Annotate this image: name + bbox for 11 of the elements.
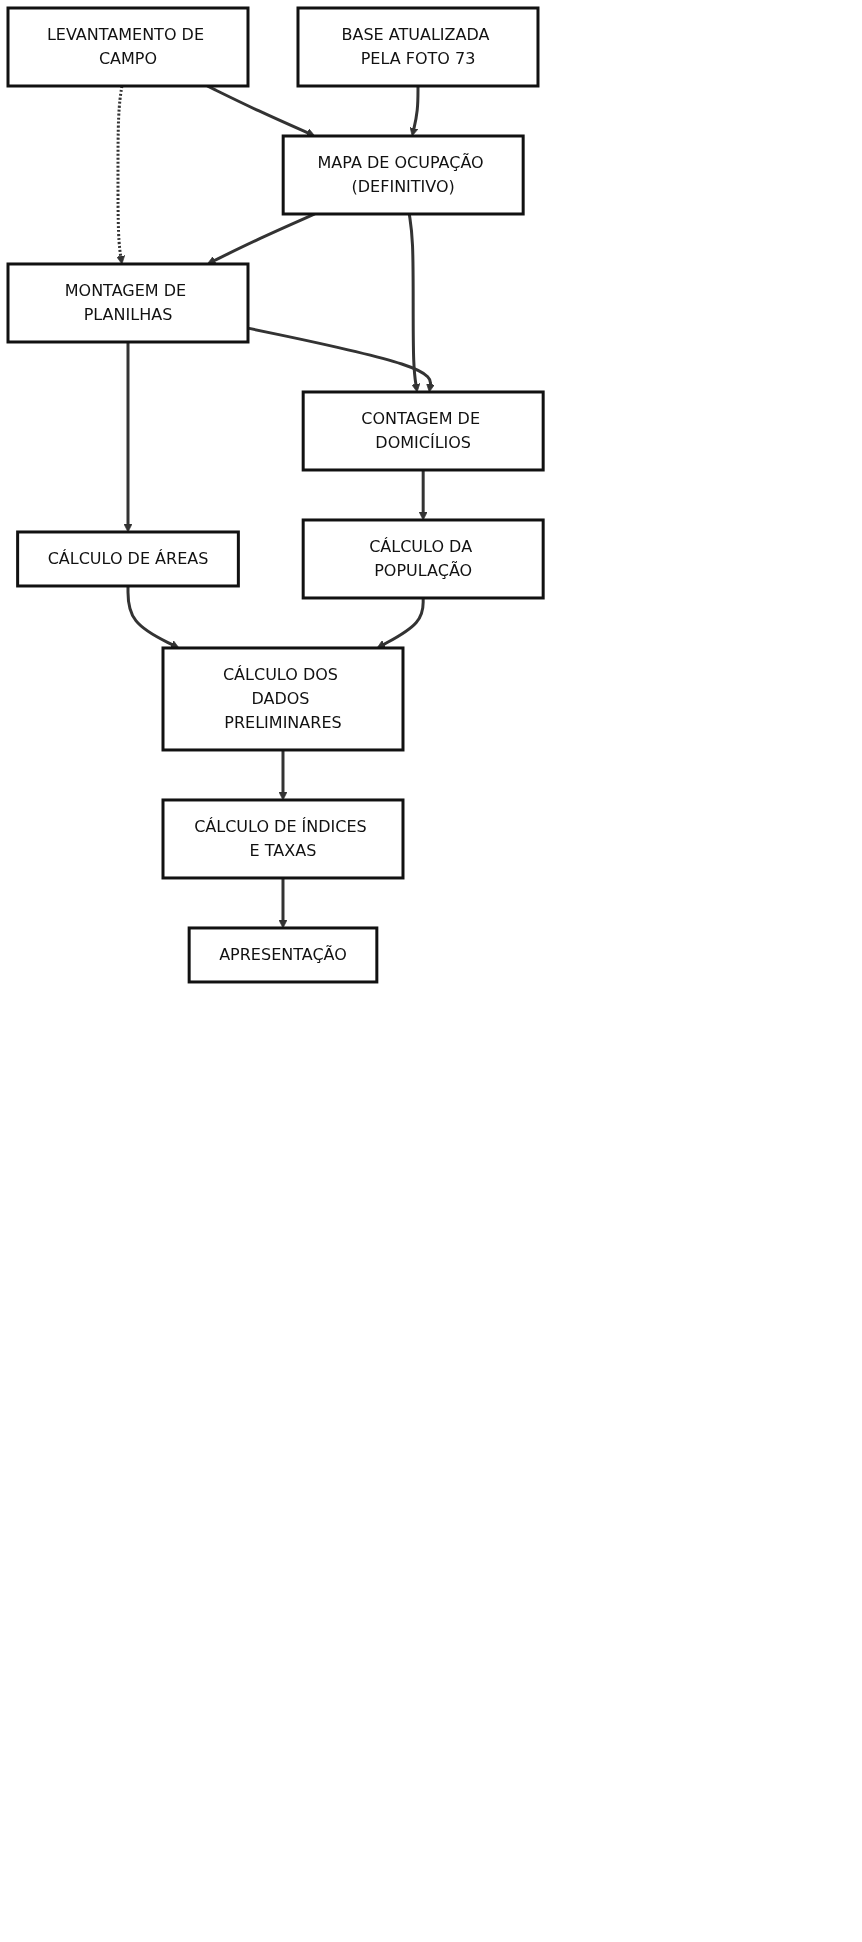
node-box: CÁLCULO DOS DADOS PRELIMINARES (161, 646, 405, 752)
node-box: CONTAGEM DE DOMICÍLIOS (301, 390, 545, 472)
node-box: MAPA DE OCUPAÇÃO (DEFINITIVO) (281, 134, 525, 216)
node-box: MONTAGEM DE PLANILHAS (6, 262, 250, 344)
node-box: CÁLCULO DE ÍNDICES E TAXAS (161, 798, 405, 880)
node-box: CÁLCULO DE ÁREAS (16, 530, 240, 588)
node-box: BASE ATUALIZADA PELA FOTO 73 (296, 6, 540, 88)
node-box: LEVANTAMENTO DE CAMPO (6, 6, 250, 88)
node-box: CÁLCULO DA POPULAÇÃO (301, 518, 545, 600)
arrow (409, 86, 420, 137)
node-box: APRESENTAÇÃO (187, 926, 379, 984)
